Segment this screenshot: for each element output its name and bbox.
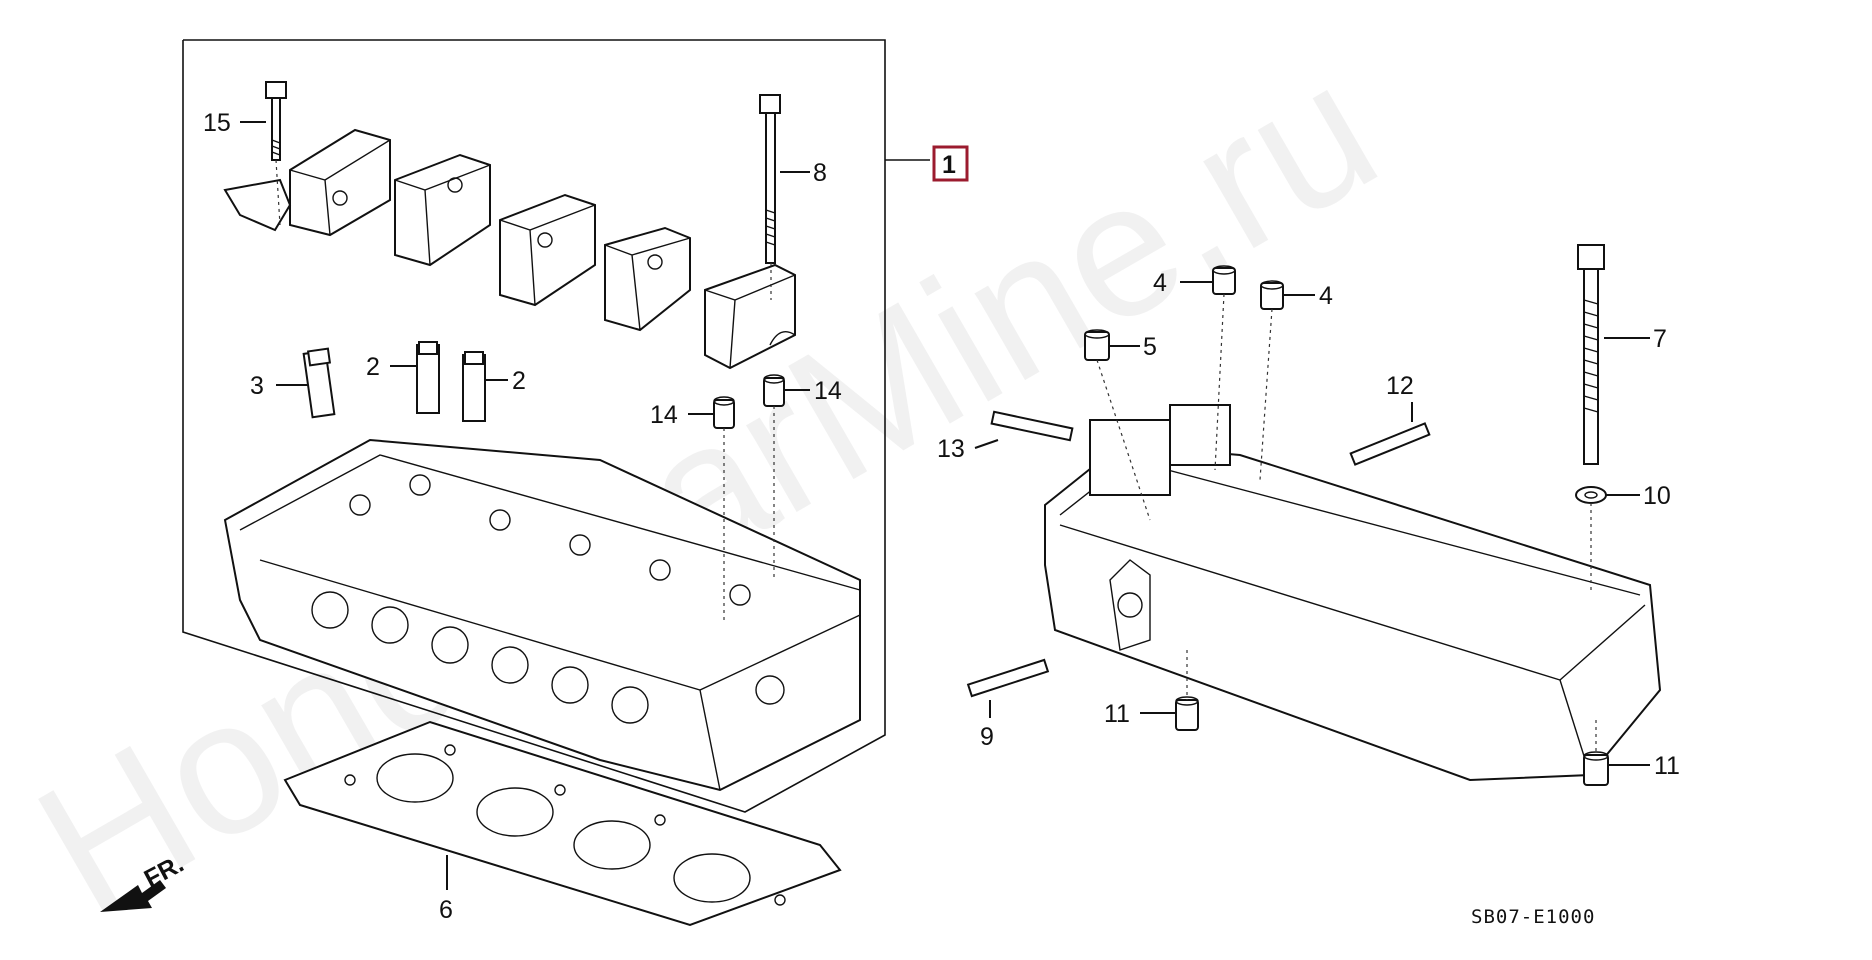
stud-bolt-13[interactable]	[990, 410, 1074, 442]
dowel-pin-14a[interactable]	[713, 396, 735, 429]
camshaft-holder-3[interactable]	[499, 193, 596, 307]
callout-7[interactable]: 7	[1653, 325, 1667, 353]
callout-12[interactable]: 12	[1386, 372, 1414, 400]
bolt-15[interactable]	[265, 81, 287, 161]
callout-14a[interactable]: 14	[650, 401, 678, 429]
assembly-ref-box[interactable]: 1	[932, 145, 969, 182]
washer-10[interactable]	[1575, 486, 1607, 504]
callout-11b[interactable]: 11	[1654, 752, 1680, 780]
valve-guide-2a[interactable]	[416, 341, 440, 414]
dowel-pin-11b[interactable]	[1583, 751, 1609, 786]
installation-lines	[275, 159, 1597, 755]
callout-9[interactable]: 9	[980, 723, 994, 751]
dowel-pin-14b[interactable]	[763, 374, 785, 407]
callout-4a[interactable]: 4	[1153, 269, 1167, 297]
callout-6[interactable]: 6	[439, 896, 453, 924]
camshaft-holder-2[interactable]	[394, 153, 491, 267]
camshaft-holder-4[interactable]	[604, 226, 691, 332]
callout-5[interactable]: 5	[1143, 333, 1157, 361]
assembly-ref-label: 1	[942, 151, 956, 179]
callout-10[interactable]: 10	[1643, 482, 1671, 510]
callout-14b[interactable]: 14	[814, 377, 842, 405]
cylinder-head-right[interactable]	[1044, 404, 1662, 782]
camshaft-holder-1[interactable]	[223, 128, 391, 237]
assembly-frame	[182, 39, 886, 813]
valve-guide-3[interactable]	[302, 347, 336, 419]
valve-guide-2b[interactable]	[462, 351, 486, 422]
callout-8[interactable]: 8	[813, 159, 827, 187]
callout-4b[interactable]: 4	[1319, 282, 1333, 310]
bolt-8[interactable]	[759, 94, 781, 264]
callout-15[interactable]: 15	[203, 109, 231, 137]
callout-13[interactable]: 13	[937, 435, 965, 463]
stud-bolt-12[interactable]	[1349, 422, 1431, 466]
camshaft-holder-5[interactable]	[704, 263, 796, 370]
head-gasket-6[interactable]	[283, 720, 842, 927]
callout-2b[interactable]: 2	[512, 367, 526, 395]
callout-11a[interactable]: 11	[1104, 700, 1130, 728]
stud-bolt-9[interactable]	[966, 658, 1050, 698]
diagram-code: SB07-E1000	[1471, 906, 1595, 928]
head-bolt-7[interactable]	[1577, 244, 1605, 465]
dowel-pin-11a[interactable]	[1175, 696, 1199, 731]
sealing-plug-4b[interactable]	[1260, 280, 1284, 310]
sealing-plug-5[interactable]	[1084, 329, 1110, 361]
callout-2a[interactable]: 2	[366, 353, 380, 381]
front-arrow-icon	[100, 880, 166, 912]
callout-3[interactable]: 3	[250, 372, 264, 400]
leader-lines	[240, 121, 1650, 890]
cylinder-head-left[interactable]	[223, 438, 861, 792]
sealing-plug-4a[interactable]	[1212, 265, 1236, 295]
